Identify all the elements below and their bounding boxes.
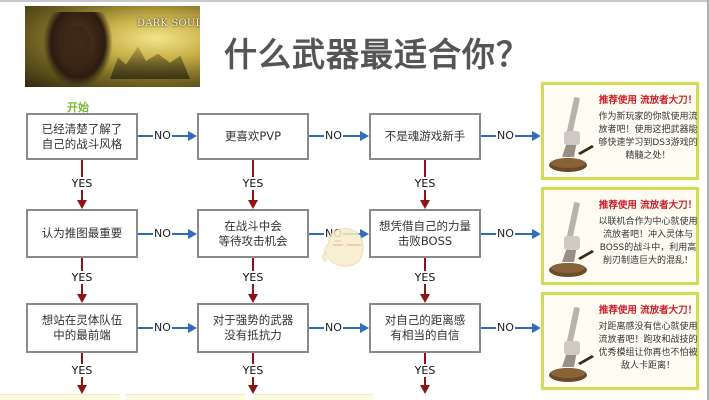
banner-knight-body (60, 26, 90, 66)
arrow-down-icon (248, 385, 258, 394)
no-label: NO (496, 321, 515, 334)
arrow-right-icon (532, 229, 541, 239)
arrow-down-icon (77, 294, 87, 303)
yes-label: YES (238, 364, 268, 377)
no-arrow-r3c2: NO (309, 321, 369, 334)
no-label: NO (496, 227, 515, 240)
banner-castle-silhouette (110, 46, 190, 79)
next-row-box-edge (0, 394, 120, 400)
question-box-r3c2: 对于强势的武器 没有抵抗力 (197, 303, 309, 353)
yes-label: YES (410, 364, 440, 377)
arrow-down-icon (420, 385, 430, 394)
no-label: NO (153, 321, 172, 334)
recommendation-card-1: 推荐使用 流放者大刀！ 作为新玩家的你就使用流放者吧！使用这把武器能够快速学习到… (541, 82, 699, 180)
recommendation-text: 以联机合作为中心就使用流放者吧！冲入灵体与BOSS的战斗中，利用高削刃制造巨大的… (598, 217, 698, 266)
arrow-down-icon (248, 294, 258, 303)
recommendation-card-2: 推荐使用 流放者大刀！ 以联机合作为中心就使用流放者吧！冲入灵体与BOSS的战斗… (541, 187, 699, 285)
arrow-right-icon (532, 131, 541, 141)
yes-arrow-r2c1: YES (67, 258, 97, 303)
no-arrow-r2c1: NO (138, 227, 197, 240)
no-arrow-r1c3: NO (481, 129, 541, 142)
banner-logo: DARK SOULS Ⅲ (137, 18, 200, 29)
recommendation-title: 推荐使用 流放者大刀！ (598, 305, 698, 316)
next-row-box-edge (253, 394, 373, 400)
frame-top-border (0, 0, 709, 2)
no-arrow-r1c1: NO (138, 129, 197, 142)
arrow-down-icon (77, 385, 87, 394)
arrow-right-icon (360, 323, 369, 333)
yes-arrow-r3c2: YES (238, 353, 268, 394)
yes-arrow-r1c1: YES (67, 160, 97, 209)
arrow-right-icon (188, 229, 197, 239)
recommendation-text: 对距离感没有信心就使用流放者吧！跑攻和战技的优秀模组让你再也不怕被敌人卡距离！ (598, 322, 698, 371)
yes-label: YES (238, 177, 268, 190)
question-box-r2c1: 认为推图最重要 (26, 209, 138, 258)
question-box-r1c2: 更喜欢PVP (197, 113, 309, 160)
yes-arrow-r3c1: YES (67, 353, 97, 394)
yes-label: YES (238, 271, 268, 284)
recommendation-text: 作为新玩家的你就使用流放者吧！使用这把武器能够快速学习到DS3游戏的精髓之处！ (598, 112, 698, 161)
yes-label: YES (67, 364, 97, 377)
no-label: NO (496, 129, 515, 142)
question-box-r3c3: 对自己的距离感 有相当的自信 (369, 303, 481, 353)
arrow-right-icon (360, 229, 369, 239)
arrow-down-icon (420, 294, 430, 303)
question-box-r1c3: 不是魂游戏新手 (369, 113, 481, 160)
yes-label: YES (410, 271, 440, 284)
exile-greatsword-icon (549, 97, 594, 172)
start-label: 开始 (67, 101, 89, 114)
arrow-down-icon (420, 200, 430, 209)
arrow-right-icon (188, 323, 197, 333)
yes-label: YES (67, 177, 97, 190)
no-label: NO (324, 321, 343, 334)
recommendation-title: 推荐使用 流放者大刀！ (598, 200, 698, 211)
yes-arrow-r1c3: YES (410, 160, 440, 209)
recommendation-card-3: 推荐使用 流放者大刀！ 对距离感没有信心就使用流放者吧！跑攻和战技的优秀模组让你… (541, 292, 699, 390)
no-arrow-r3c3: NO (481, 321, 541, 334)
dark-souls-banner-image: DARK SOULS Ⅲ (25, 6, 200, 87)
yes-label: YES (67, 271, 97, 284)
recommendation-title: 推荐使用 流放者大刀！ (598, 95, 698, 106)
question-box-r3c1: 想站在灵体队伍 中的最前端 (26, 303, 138, 353)
no-arrow-r1c2: NO (309, 129, 369, 142)
question-box-r2c2: 在战斗中会 等待攻击机会 (197, 209, 309, 258)
no-label: NO (324, 129, 343, 142)
arrow-right-icon (360, 131, 369, 141)
yes-arrow-r2c3: YES (410, 258, 440, 303)
question-box-r2c3: 想凭借自己的力量 击败BOSS (369, 209, 481, 258)
no-label: NO (153, 227, 172, 240)
yes-arrow-r3c3: YES (410, 353, 440, 394)
question-box-r1c1: 已经清楚了解了 自己的战斗风格 (26, 113, 138, 160)
arrow-down-icon (77, 200, 87, 209)
no-label: NO (153, 129, 172, 142)
frame-right-border (707, 0, 709, 400)
yes-label: YES (410, 177, 440, 190)
arrow-right-icon (188, 131, 197, 141)
mascot-watermark-icon (322, 228, 364, 267)
exile-greatsword-icon (549, 307, 594, 382)
yes-arrow-r1c2: YES (238, 160, 268, 209)
arrow-right-icon (532, 323, 541, 333)
arrow-down-icon (248, 200, 258, 209)
next-row-box-edge (126, 394, 246, 400)
page-title: 什么武器最适合你？ (224, 35, 530, 74)
exile-greatsword-icon (549, 202, 594, 277)
yes-arrow-r2c2: YES (238, 258, 268, 303)
no-arrow-r3c1: NO (138, 321, 197, 334)
no-arrow-r2c3: NO (481, 227, 541, 240)
